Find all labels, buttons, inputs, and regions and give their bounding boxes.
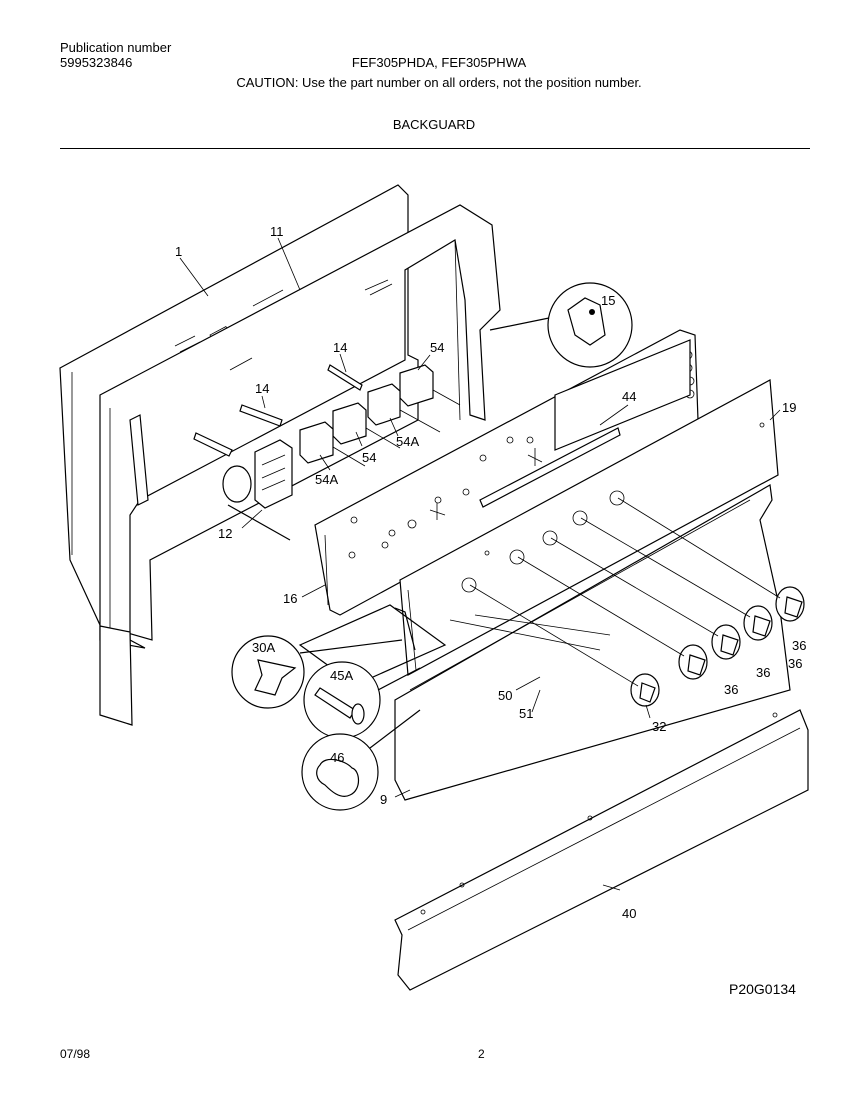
part-11-front-panel [99, 204, 501, 649]
part-54-switches [299, 364, 461, 467]
knob-36-b [711, 624, 741, 660]
control-knobs [630, 586, 805, 707]
label-1: 1 [175, 244, 182, 259]
publication-number: 5995323846 [60, 55, 133, 70]
footer-date: 07/98 [60, 1047, 91, 1061]
label-46: 46 [330, 750, 344, 765]
part-12-clock-timer [222, 439, 293, 541]
figure-code: P20G0134 [729, 981, 796, 997]
knob-leader-lines [449, 497, 781, 687]
label-50: 50 [498, 688, 512, 703]
label-36-b: 36 [756, 665, 770, 680]
label-36-a: 36 [724, 682, 738, 697]
part-19-control-panel [394, 379, 779, 676]
knob-36-a [678, 644, 708, 680]
label-14-a: 14 [333, 340, 347, 355]
label-32: 32 [652, 719, 666, 734]
part-14-terminals [193, 364, 363, 457]
label-leader-lines [179, 237, 781, 891]
part-labels: 1 11 14 14 15 54 54A 54 54A 44 19 12 16 … [175, 224, 806, 921]
section-title: BACKGUARD [392, 117, 476, 132]
label-30a: 30A [252, 640, 275, 655]
label-36-c: 36 [788, 656, 802, 671]
knob-36-c [743, 605, 773, 641]
label-44: 44 [622, 389, 636, 404]
side-trim-strip [99, 625, 133, 726]
label-54-b: 54 [362, 450, 376, 465]
header-rule [60, 148, 810, 149]
label-16: 16 [283, 591, 297, 606]
model-numbers: FEF305PHDA, FEF305PHWA [351, 55, 527, 70]
label-51: 51 [519, 706, 533, 721]
publication-label: Publication number [60, 40, 172, 55]
part-40-front-trim [394, 709, 809, 991]
part-44-trim [479, 427, 621, 508]
label-54-a: 54 [430, 340, 444, 355]
callout-15 [489, 282, 633, 368]
label-14-b: 14 [255, 381, 269, 396]
knob-32 [630, 673, 660, 707]
label-54a-a: 54A [396, 434, 419, 449]
label-36-d: 36 [792, 638, 806, 653]
label-45a: 45A [330, 668, 353, 683]
callout-45a [303, 661, 421, 739]
callout-46 [301, 709, 421, 811]
label-9: 9 [380, 792, 387, 807]
callout-30a [231, 635, 403, 709]
knob-36-d [775, 586, 805, 622]
label-40: 40 [622, 906, 636, 921]
caution-note: CAUTION: Use the part number on all orde… [236, 75, 642, 90]
label-15: 15 [601, 293, 615, 308]
label-54a-b: 54A [315, 472, 338, 487]
label-19: 19 [782, 400, 796, 415]
label-11: 11 [270, 224, 284, 239]
label-12: 12 [218, 526, 232, 541]
page-number: 2 [478, 1047, 485, 1061]
